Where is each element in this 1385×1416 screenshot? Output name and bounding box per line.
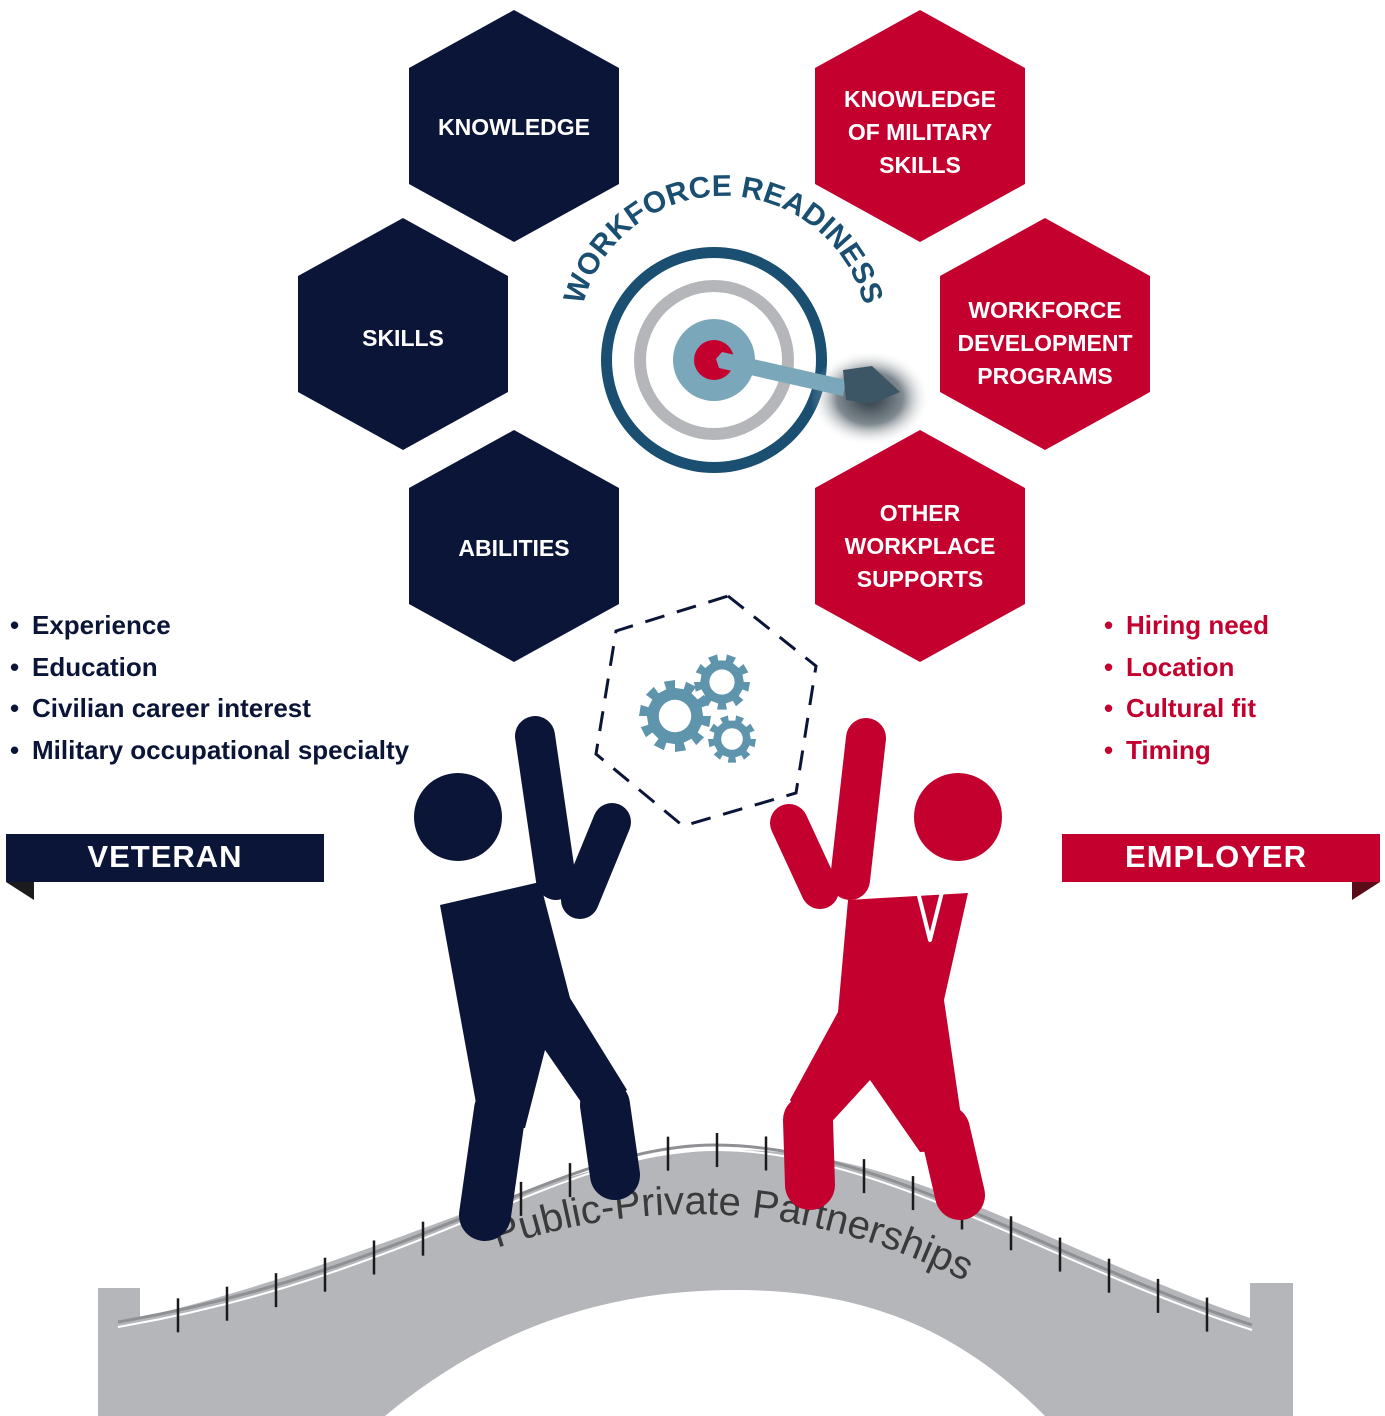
list-item: •Military occupational specialty [10,734,410,765]
veteran-figure-icon [414,716,640,1241]
hex-ows-line-2: WORKPLACE [845,533,996,559]
hex-knowledge: KNOWLEDGE [409,10,619,242]
list-item: •Civilian career interest [10,693,311,723]
gear-icon [694,654,750,710]
hex-wdp-line-1: WORKFORCE [968,297,1121,323]
hex-knowledge-military-skills: KNOWLEDGE OF MILITARY SKILLS [815,10,1025,242]
employer-attributes-list: •Hiring need •Location •Cultural fit •Ti… [1104,605,1269,771]
bridge-arch [98,1150,1293,1416]
hex-ows-line-1: OTHER [880,500,961,526]
veteran-banner-label: VETERAN [87,839,242,874]
list-item: •Cultural fit [1104,693,1256,723]
gears-icon [594,594,818,828]
hex-kms-line-3: SKILLS [879,152,961,178]
employer-banner: EMPLOYER [1062,834,1380,900]
hex-workforce-development-programs: WORKFORCE DEVELOPMENT PROGRAMS [940,218,1150,450]
hex-abilities: ABILITIES [409,430,619,662]
hex-wdp-line-2: DEVELOPMENT [957,330,1132,356]
hex-kms-line-1: KNOWLEDGE [844,86,996,112]
gear-icon [639,680,711,752]
list-item: •Timing [1104,734,1211,765]
hex-other-workplace-supports: OTHER WORKPLACE SUPPORTS [815,430,1025,662]
employer-figure-icon [770,718,1002,1220]
hex-skills-label: SKILLS [362,325,444,351]
hex-wdp-line-3: PROGRAMS [977,363,1112,389]
employer-banner-label: EMPLOYER [1125,839,1307,874]
hex-knowledge-label: KNOWLEDGE [438,114,590,140]
gear-icon [708,715,756,763]
list-item: •Hiring need [1104,610,1270,640]
list-item: •Location [1104,651,1235,682]
veteran-attributes-list: •Experience •Education •Civilian career … [10,605,409,771]
list-item: •Education [10,651,158,682]
bridge-railing-highlight [117,1148,1253,1331]
hex-skills: SKILLS [298,218,508,450]
hex-kms-line-2: OF MILITARY [848,119,992,145]
bridge-railing [117,1143,1253,1327]
bridge: Public-Private Partnerships [98,1133,1293,1416]
list-item: •Experience [10,610,171,640]
hex-ows-line-3: SUPPORTS [857,566,984,592]
hexagon-group: KNOWLEDGE SKILLS ABILITIES KNOWLEDGE OF … [298,10,1150,662]
hex-abilities-label: ABILITIES [458,535,569,561]
veteran-banner: VETERAN [6,834,324,900]
